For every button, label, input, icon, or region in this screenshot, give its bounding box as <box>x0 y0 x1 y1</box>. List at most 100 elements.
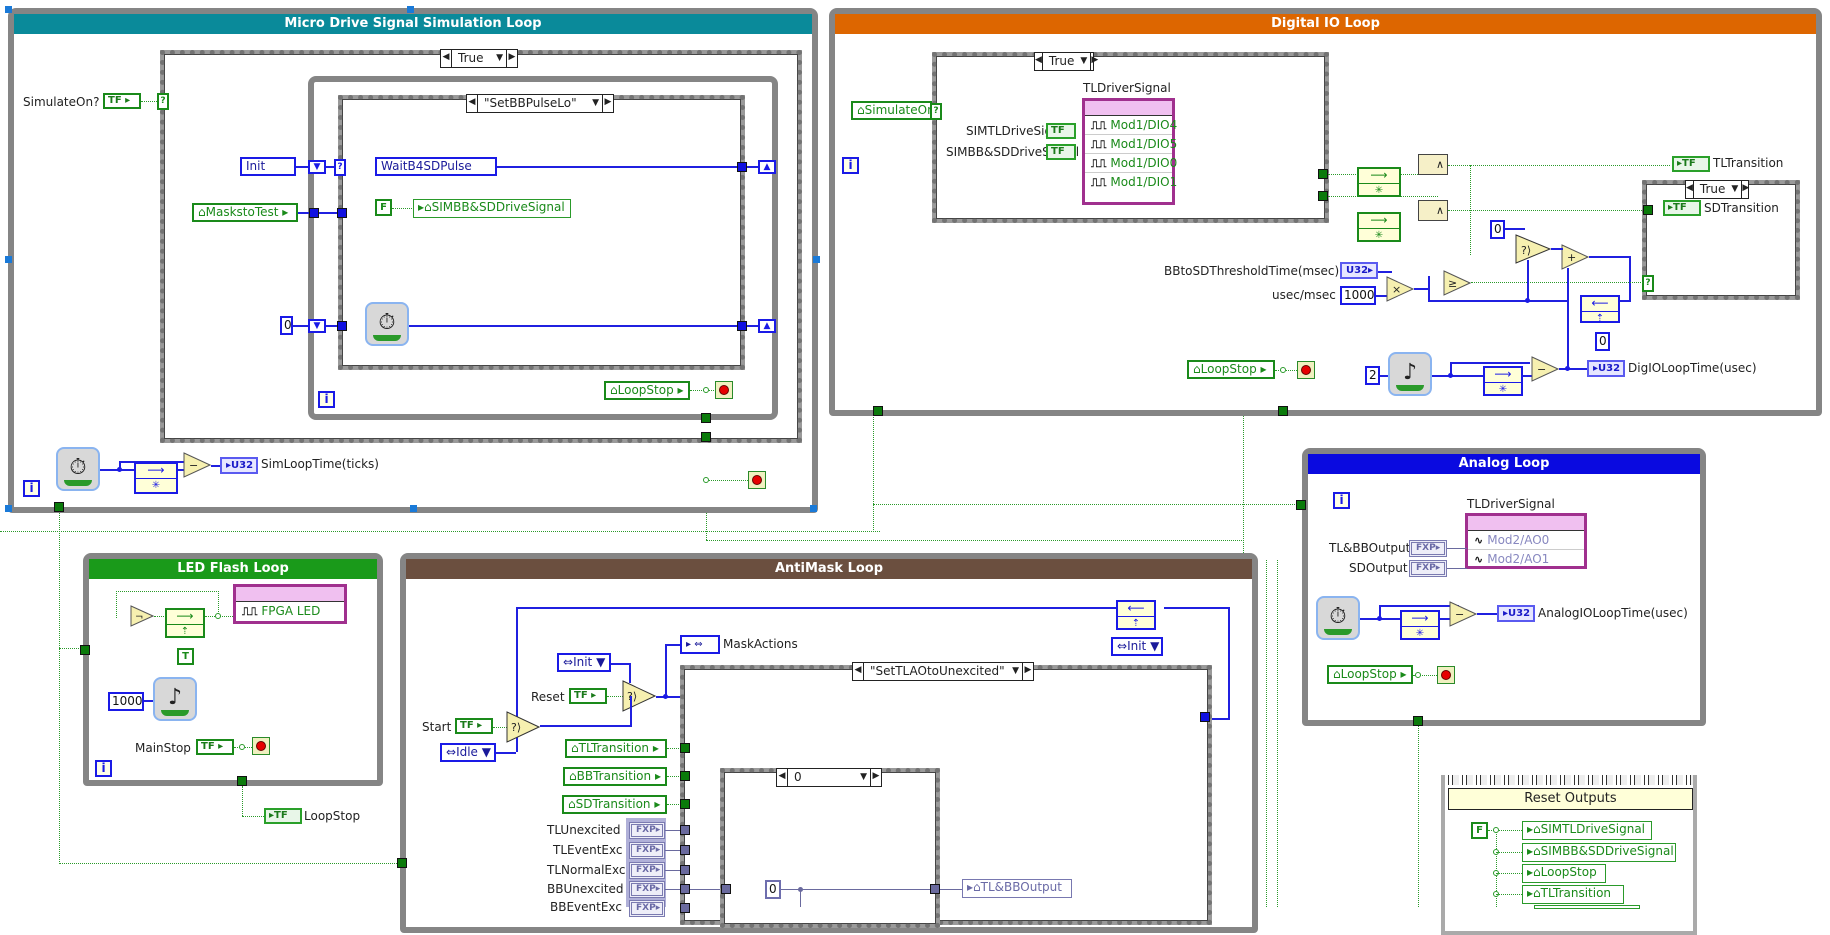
simbb-sd-drive-signal-local[interactable]: ▸⌂SIMBB&SDDriveSignal <box>413 199 571 218</box>
io-node-row[interactable]: ⎍⎍Mod1/DIO1 <box>1091 175 1178 189</box>
loop-stop-terminal[interactable] <box>748 471 766 489</box>
main-stop-control[interactable]: TF ▸ <box>196 739 234 755</box>
case-selector-numeric[interactable]: ◀ 0 ▼ ▶ <box>776 768 882 787</box>
chevron-down-icon[interactable]: ▼ <box>1731 184 1739 194</box>
init-enum-constant[interactable]: Init <box>240 157 296 176</box>
chevron-down-icon[interactable]: ▼ <box>496 53 503 63</box>
chevron-down-icon[interactable]: ▼ <box>1012 666 1019 676</box>
io-node-row[interactable]: ⎍⎍Mod1/DIO5 <box>1085 135 1177 154</box>
reset-local-variable[interactable]: ▸⌂SIMTLDriveSignal <box>1522 821 1652 840</box>
case-selector-true[interactable]: ◀ True ▼ ▶ <box>440 49 518 68</box>
next-case-icon[interactable]: ▶ <box>1741 181 1749 198</box>
shift-register-right[interactable]: ▲ <box>758 319 776 333</box>
analog-loop[interactable]: Analog Loop <box>1302 448 1706 726</box>
wait-constant[interactable]: 1000 <box>108 692 144 711</box>
feedback-node[interactable]: ⟶✳ <box>134 462 178 494</box>
tlbb-output-local[interactable]: ▸⌂TL&BBOutput <box>962 879 1072 898</box>
usec-msec-constant[interactable]: 1000 <box>1340 286 1376 305</box>
subtract-function-icon[interactable]: − <box>1449 601 1477 627</box>
loop-stop-terminal[interactable] <box>1297 361 1315 379</box>
loop-timer-metronome-icon[interactable]: ♪ <box>153 677 197 721</box>
io-node-row[interactable]: ⎍⎍FPGA LED <box>242 604 321 618</box>
add-function-icon[interactable]: + <box>1561 244 1589 270</box>
sd-output-control[interactable]: FXP▸ <box>1409 560 1447 577</box>
prev-case-icon[interactable]: ◀ <box>441 50 452 67</box>
fpga-led-io-node[interactable]: ⎍⎍FPGA LED <box>233 584 347 624</box>
loop-stop-terminal[interactable] <box>1437 666 1455 684</box>
reset-control[interactable]: TF ▸ <box>569 688 607 704</box>
io-node-row[interactable]: ∿Mod2/AO0 <box>1468 531 1584 550</box>
fxp-input-control[interactable]: FXP▸ <box>629 862 665 879</box>
not-function-icon[interactable]: ¬ <box>130 605 154 627</box>
start-control[interactable]: TF ▸ <box>455 718 493 734</box>
loop-timer-metronome-icon[interactable]: ♪ <box>1388 352 1432 396</box>
case-selector-true[interactable]: ◀ True ▼ ▶ <box>1034 52 1098 71</box>
waitb4sdpulse-enum-constant[interactable]: WaitB4SDPulse <box>375 157 497 176</box>
fxp-input-control[interactable]: FXP▸ <box>629 842 665 859</box>
case-selector-state[interactable]: ◀ "SetTLAOtoUnexcited" ▼ ▶ <box>852 662 1034 681</box>
tl-driver-signal-analog-io-node[interactable]: ∿Mod2/AO0 ∿Mod2/AO1 <box>1465 513 1587 569</box>
subtract-function-icon[interactable]: − <box>183 452 211 478</box>
inner-numeric-case-structure[interactable] <box>720 768 940 928</box>
feedback-node[interactable]: ⟶✳ <box>1357 167 1401 197</box>
zero-constant[interactable]: 0 <box>1595 332 1610 351</box>
resize-handle[interactable] <box>810 505 817 512</box>
reset-local-variable[interactable]: ▸⌂SIMBB&SDDriveSignal <box>1522 843 1676 862</box>
resize-handle[interactable] <box>5 505 12 512</box>
tick-count-timer-icon[interactable]: ⏱ <box>56 447 100 491</box>
transition-case-structure[interactable] <box>1642 180 1800 300</box>
feedback-node[interactable]: ⟵⇡ <box>1116 600 1156 630</box>
false-constant[interactable]: F <box>1471 822 1488 839</box>
sim-bb-drive-control[interactable]: TF <box>1046 144 1076 160</box>
state-case-structure[interactable] <box>338 95 745 370</box>
prev-case-icon[interactable]: ◀ <box>1035 53 1043 70</box>
chevron-down-icon[interactable]: ▼ <box>592 98 599 108</box>
loopstop-local[interactable]: ⌂LoopStop ▸ <box>1187 360 1275 379</box>
chevron-down-icon[interactable]: ▼ <box>860 772 867 782</box>
local-variable[interactable]: ⌂TLTransition ▸ <box>565 739 667 758</box>
select-function-icon[interactable]: ?⟩ <box>506 711 540 743</box>
local-variable[interactable]: ⌂BBTransition ▸ <box>563 767 667 786</box>
tick-count-timer-icon[interactable]: ⏱ <box>365 302 409 346</box>
feedback-node[interactable]: ⟶✳ <box>1400 610 1440 640</box>
case-selector-true[interactable]: ◀ True ▼ ▶ <box>1685 180 1749 199</box>
next-case-icon[interactable]: ▶ <box>506 50 517 67</box>
resize-handle[interactable] <box>5 6 12 13</box>
feedback-node[interactable]: ⟶✳ <box>1483 366 1523 396</box>
shift-register-right[interactable]: ▲ <box>758 160 776 174</box>
tick-count-timer-icon[interactable]: ⏱ <box>1316 596 1360 640</box>
shift-register-left[interactable]: ▼ <box>308 160 326 174</box>
greater-equal-function-icon[interactable]: ≥ <box>1443 270 1471 296</box>
zero-constant[interactable]: 0 <box>1490 220 1505 239</box>
io-node-row[interactable]: ⎍⎍Mod1/DIO4 <box>1085 116 1177 135</box>
case-selector-state[interactable]: ◀ "SetBBPulseLo" ▼ ▶ <box>466 94 614 113</box>
next-case-icon[interactable]: ▶ <box>1022 663 1033 680</box>
idle-enum-constant[interactable]: ⇔Idle ▼ <box>440 743 496 762</box>
prev-case-icon[interactable]: ◀ <box>777 769 788 786</box>
prev-case-icon[interactable]: ◀ <box>853 663 864 680</box>
chevron-down-icon[interactable]: ▼ <box>1080 56 1088 66</box>
next-case-icon[interactable]: ▶ <box>602 95 613 112</box>
resize-handle[interactable] <box>5 256 12 263</box>
feedback-node[interactable]: ⟶✳ <box>1357 212 1401 242</box>
select-function-icon[interactable]: ?⟩ <box>1515 234 1551 264</box>
feedback-init-enum-constant[interactable]: ⇔Init ▼ <box>1111 637 1163 656</box>
reset-local-variable[interactable]: ▸⌂LoopStop <box>1522 864 1606 883</box>
io-node-row[interactable]: ∿Mod2/AO1 <box>1474 552 1550 566</box>
masks-to-test-local[interactable]: ⌂MaskstoTest ▸ <box>192 203 298 222</box>
loopstop-local[interactable]: ⌂LoopStop ▸ <box>604 381 690 400</box>
resize-handle[interactable] <box>813 256 820 263</box>
shift-register-left[interactable]: ▼ <box>308 319 326 333</box>
resize-handle[interactable] <box>410 505 417 512</box>
next-case-icon[interactable]: ▶ <box>1090 53 1098 70</box>
sim-tl-drive-control[interactable]: TF <box>1046 123 1076 139</box>
tl-driver-signal-io-node[interactable]: ⎍⎍Mod1/DIO4 ⎍⎍Mod1/DIO5 ⎍⎍Mod1/DIO0 ⎍⎍Mo… <box>1082 98 1178 205</box>
subtract-function-icon[interactable]: − <box>1531 356 1559 382</box>
and-function-icon[interactable]: ∧ <box>1418 200 1448 221</box>
loop-stop-terminal[interactable] <box>715 381 733 399</box>
init-enum-constant[interactable]: ⇔Init ▼ <box>557 653 611 672</box>
loopstop-local[interactable]: ⌂LoopStop ▸ <box>1327 665 1413 684</box>
resize-handle[interactable] <box>407 6 414 13</box>
and-function-icon[interactable]: ∧ <box>1418 154 1448 175</box>
multiply-function-icon[interactable]: × <box>1386 276 1414 302</box>
